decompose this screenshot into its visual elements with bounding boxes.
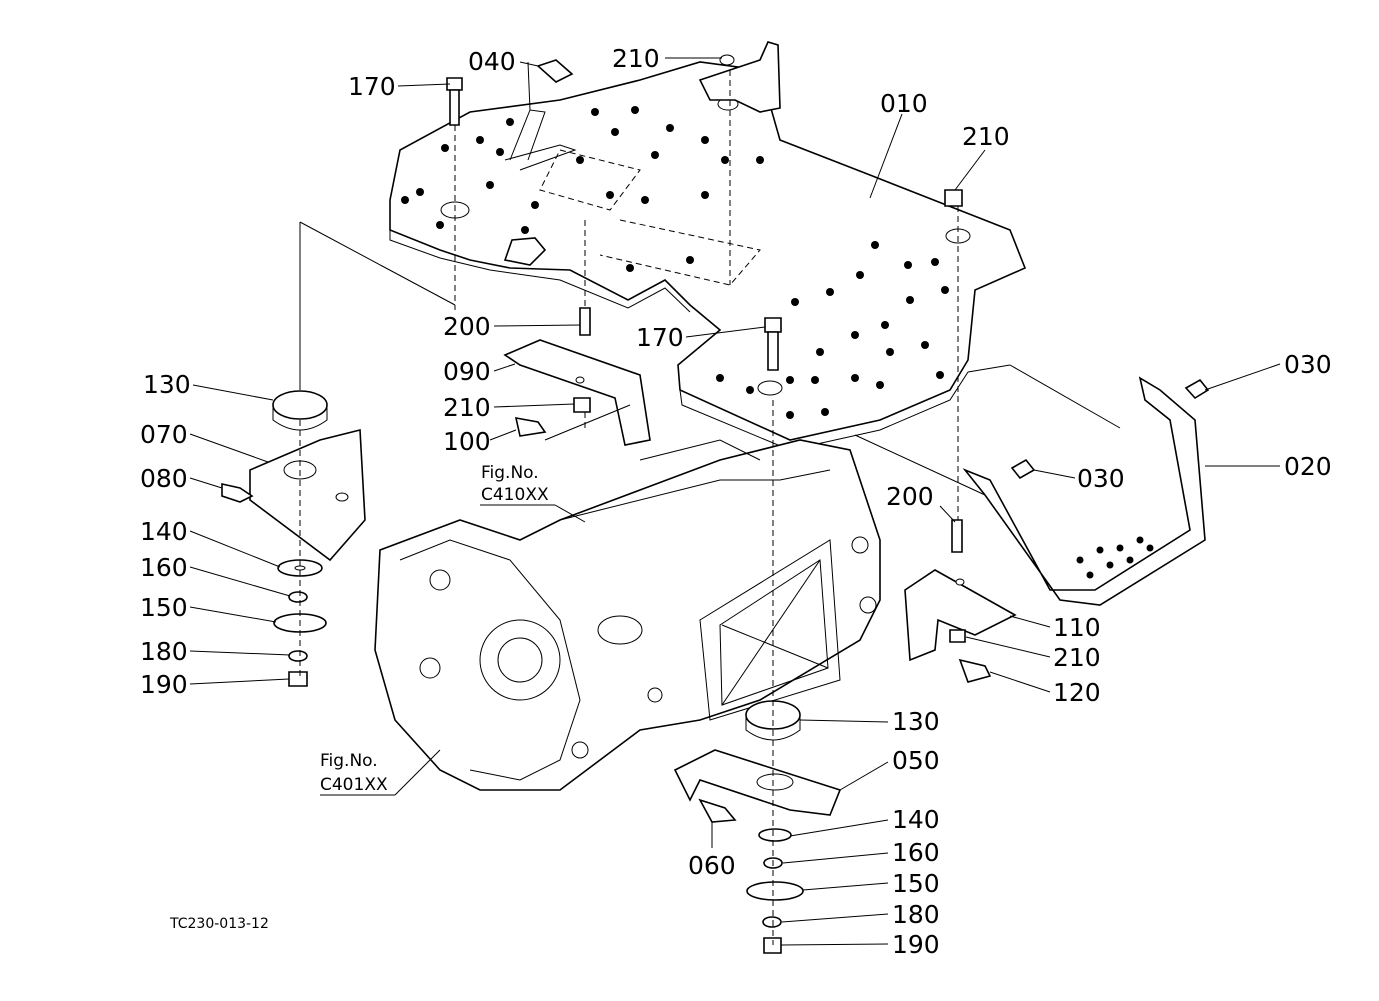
part-label-210: 210: [612, 44, 660, 73]
part-label-140: 140: [892, 805, 940, 834]
part-label-210: 210: [962, 122, 1010, 151]
nut-210-part: [944, 189, 963, 207]
bolt-170-parts: [446, 77, 782, 371]
part-label-130: 130: [892, 707, 940, 736]
top-bracket-part: [698, 41, 781, 113]
part-label-060: 060: [688, 851, 736, 880]
part-label-020: 020: [1284, 452, 1332, 481]
bracket-110-part: [904, 519, 1017, 683]
part-label-030: 030: [1284, 350, 1332, 379]
part-label-190: 190: [892, 930, 940, 959]
part-label-200: 200: [443, 312, 491, 341]
part-label-160: 160: [892, 838, 940, 867]
part-label-030: 030: [1077, 464, 1125, 493]
part-label-100: 100: [443, 427, 491, 456]
part-label-170: 170: [348, 72, 396, 101]
part-label-130: 130: [143, 370, 191, 399]
figref-c401-number: C401XX: [320, 775, 388, 795]
part-label-150: 150: [892, 869, 940, 898]
pedal-part: [536, 59, 574, 83]
leader-lines: [189, 57, 1281, 946]
bracket-090-part: [503, 307, 651, 446]
part-label-210: 210: [443, 393, 491, 422]
part-label-010: 010: [880, 89, 928, 118]
bracket-020-part: [962, 376, 1210, 606]
figref-c410-title: Fig.No.: [481, 463, 539, 483]
assembly-axes: [299, 70, 1121, 945]
left-mount-stack: [221, 390, 366, 687]
part-label-210: 210: [1053, 643, 1101, 672]
part-label-200: 200: [886, 482, 934, 511]
part-label-080: 080: [140, 464, 188, 493]
part-label-070: 070: [140, 420, 188, 449]
part-label-150: 150: [140, 593, 188, 622]
floor-plate-part: [389, 61, 1027, 451]
part-label-160: 160: [140, 553, 188, 582]
part-label-140: 140: [140, 517, 188, 546]
part-labels: 170 040 210 010 210 200 170 090 210 100 …: [140, 44, 1332, 959]
part-label-120: 120: [1053, 678, 1101, 707]
drawing-code: TC230-013-12: [169, 916, 269, 932]
part-label-170: 170: [636, 323, 684, 352]
right-mount-stack: [673, 700, 842, 954]
part-label-180: 180: [140, 637, 188, 666]
transmission-housing: [374, 439, 881, 791]
figref-c401-title: Fig.No.: [320, 751, 378, 771]
part-label-190: 190: [140, 670, 188, 699]
figref-c410-number: C410XX: [481, 485, 549, 505]
part-label-110: 110: [1053, 613, 1101, 642]
part-label-090: 090: [443, 357, 491, 386]
part-label-050: 050: [892, 746, 940, 775]
part-label-040: 040: [468, 47, 516, 76]
figure-references: Fig.No. C410XX Fig.No. C401XX: [320, 463, 549, 795]
part-label-180: 180: [892, 900, 940, 929]
floor-plate-holes: [401, 106, 949, 419]
